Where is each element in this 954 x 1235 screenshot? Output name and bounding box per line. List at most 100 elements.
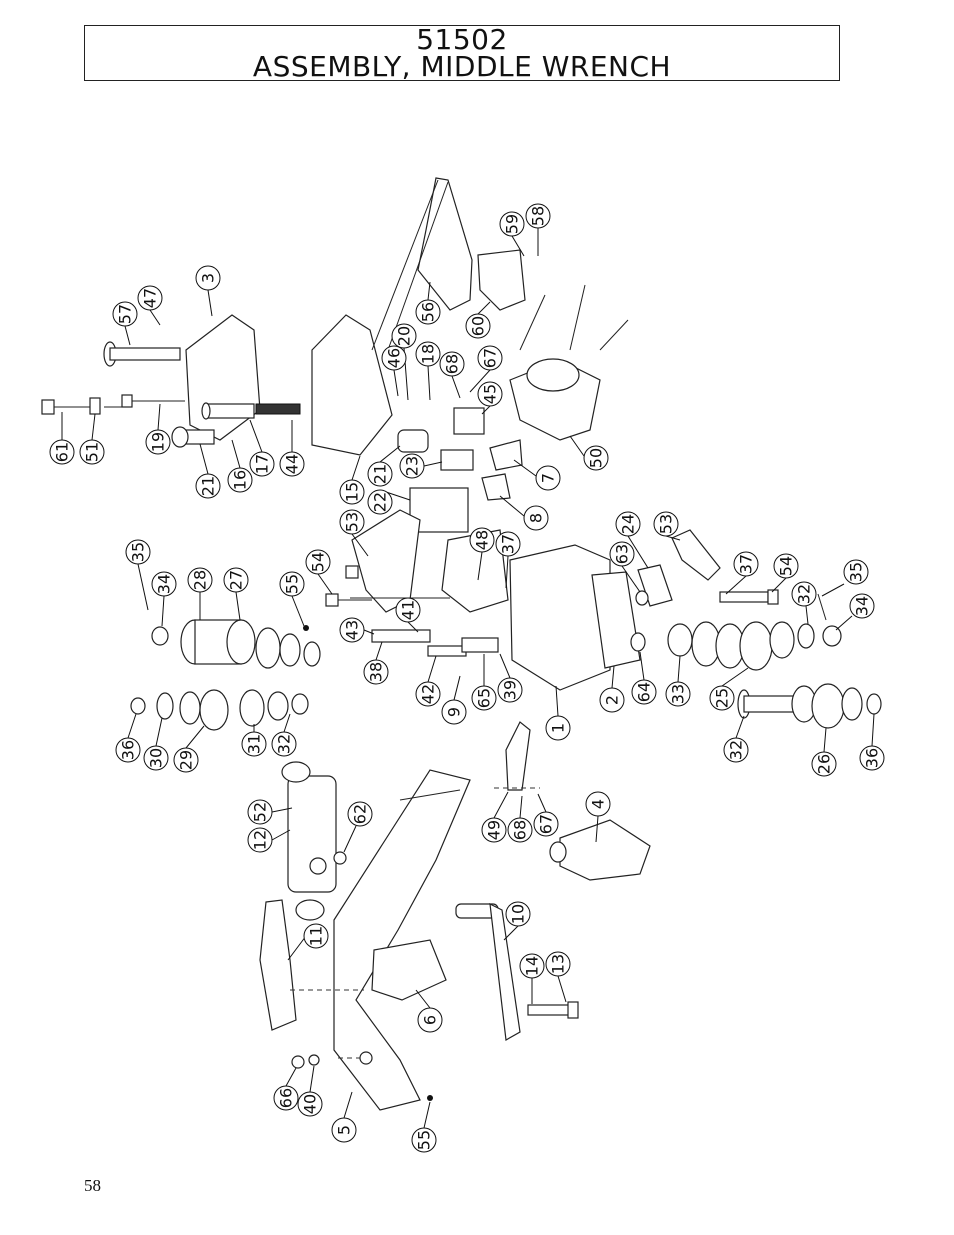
svg-text:36: 36 — [119, 740, 138, 760]
svg-text:22: 22 — [371, 492, 390, 512]
callout-26: 26 — [811, 727, 837, 777]
roller-part-26 — [811, 683, 845, 729]
svg-text:5: 5 — [335, 1125, 354, 1135]
shoe-part-8 — [481, 473, 511, 501]
svg-text:49: 49 — [485, 820, 504, 840]
svg-text:46: 46 — [385, 348, 404, 368]
callout-58: 58 — [525, 203, 551, 256]
svg-text:23: 23 — [403, 456, 422, 476]
callout-63: 63 — [609, 541, 641, 593]
callout-35a: 35 — [125, 539, 151, 611]
svg-text:36: 36 — [863, 748, 882, 768]
svg-text:15: 15 — [343, 482, 362, 502]
svg-text:55: 55 — [415, 1130, 434, 1150]
callout-10: 10 — [503, 901, 531, 941]
svg-text:55: 55 — [283, 574, 302, 594]
svg-text:26: 26 — [815, 754, 834, 774]
svg-text:32: 32 — [795, 584, 814, 604]
callout-56: 56 — [415, 281, 441, 325]
plate-part-3 — [185, 314, 261, 441]
callout-50: 50 — [569, 435, 609, 471]
svg-text:17: 17 — [253, 454, 272, 474]
svg-text:41: 41 — [399, 600, 418, 620]
callout-6: 6 — [415, 989, 443, 1033]
svg-text:54: 54 — [309, 552, 328, 572]
svg-text:27: 27 — [227, 570, 246, 590]
callout-21b: 21 — [367, 445, 401, 487]
callout-24: 24 — [615, 511, 649, 569]
callout-37b: 37 — [725, 551, 759, 595]
svg-text:68: 68 — [443, 354, 462, 374]
svg-text:60: 60 — [469, 316, 488, 336]
callout-7: 7 — [513, 459, 561, 491]
bushing-part-21 — [397, 429, 429, 453]
svg-text:19: 19 — [149, 432, 168, 452]
pin-part-57 — [109, 347, 181, 361]
callout-13: 13 — [545, 951, 571, 1003]
callout-36b: 36 — [859, 713, 885, 771]
callout-23: 23 — [399, 453, 443, 479]
callout-49: 49 — [481, 791, 509, 843]
svg-text:9: 9 — [445, 707, 464, 717]
arm-part-53-right — [671, 529, 721, 581]
callout-28: 28 — [187, 567, 213, 620]
block-part-23 — [440, 449, 474, 471]
svg-text:64: 64 — [635, 682, 654, 702]
svg-text:42: 42 — [419, 684, 438, 704]
roller-part-25 — [739, 621, 773, 671]
svg-text:65: 65 — [475, 688, 494, 708]
title-box: 51502 ASSEMBLY, MIDDLE WRENCH — [84, 25, 840, 81]
callout-20: 20 — [391, 323, 417, 401]
callout-35b: 35 — [821, 559, 869, 597]
callout-47: 47 — [137, 285, 163, 326]
svg-text:43: 43 — [343, 620, 362, 640]
callout-52: 52 — [247, 799, 293, 825]
svg-text:35: 35 — [129, 542, 148, 562]
callout-3: 3 — [195, 265, 221, 317]
svg-text:6: 6 — [421, 1015, 440, 1025]
svg-text:8: 8 — [527, 513, 546, 523]
svg-text:33: 33 — [669, 684, 688, 704]
svg-text:66: 66 — [277, 1088, 296, 1108]
fitting-part-49 — [505, 721, 531, 791]
svg-text:62: 62 — [351, 804, 370, 824]
svg-text:56: 56 — [419, 302, 438, 322]
callout-1: 1 — [545, 685, 571, 741]
callout-64: 64 — [631, 651, 657, 705]
svg-text:40: 40 — [301, 1094, 320, 1114]
svg-text:52: 52 — [251, 802, 270, 822]
callout-32c: 32 — [723, 715, 749, 763]
svg-text:14: 14 — [523, 956, 542, 976]
svg-text:16: 16 — [231, 470, 250, 490]
callout-4: 4 — [585, 791, 611, 843]
svg-text:44: 44 — [283, 454, 302, 474]
callout-31: 31 — [241, 724, 267, 757]
svg-text:45: 45 — [481, 384, 500, 404]
callout-67a: 67 — [469, 345, 503, 393]
svg-text:59: 59 — [503, 214, 522, 234]
svg-text:2: 2 — [603, 695, 622, 705]
svg-text:53: 53 — [657, 514, 676, 534]
callout-66: 66 — [273, 1067, 299, 1111]
svg-text:13: 13 — [549, 954, 568, 974]
svg-text:57: 57 — [116, 304, 135, 324]
callout-54a: 54 — [305, 549, 333, 595]
svg-text:28: 28 — [191, 570, 210, 590]
page-number: 58 — [84, 1176, 101, 1195]
callout-67b: 67 — [533, 793, 559, 837]
svg-text:21: 21 — [371, 464, 390, 484]
svg-text:48: 48 — [473, 530, 492, 550]
valve-part-4 — [559, 819, 651, 881]
assembly-title: ASSEMBLY, MIDDLE WRENCH — [252, 50, 672, 83]
cylinder-part-52 — [287, 775, 337, 893]
bolt-head-19 — [121, 394, 133, 408]
callout-14: 14 — [519, 953, 545, 1004]
svg-text:1: 1 — [549, 723, 568, 733]
svg-text:39: 39 — [501, 680, 520, 700]
svg-text:11: 11 — [307, 926, 326, 946]
callout-25: 25 — [709, 667, 749, 711]
callout-15: 15 — [339, 455, 365, 505]
callout-30: 30 — [143, 717, 169, 771]
lever-part-5 — [333, 769, 471, 1111]
callout-16: 16 — [227, 439, 253, 493]
